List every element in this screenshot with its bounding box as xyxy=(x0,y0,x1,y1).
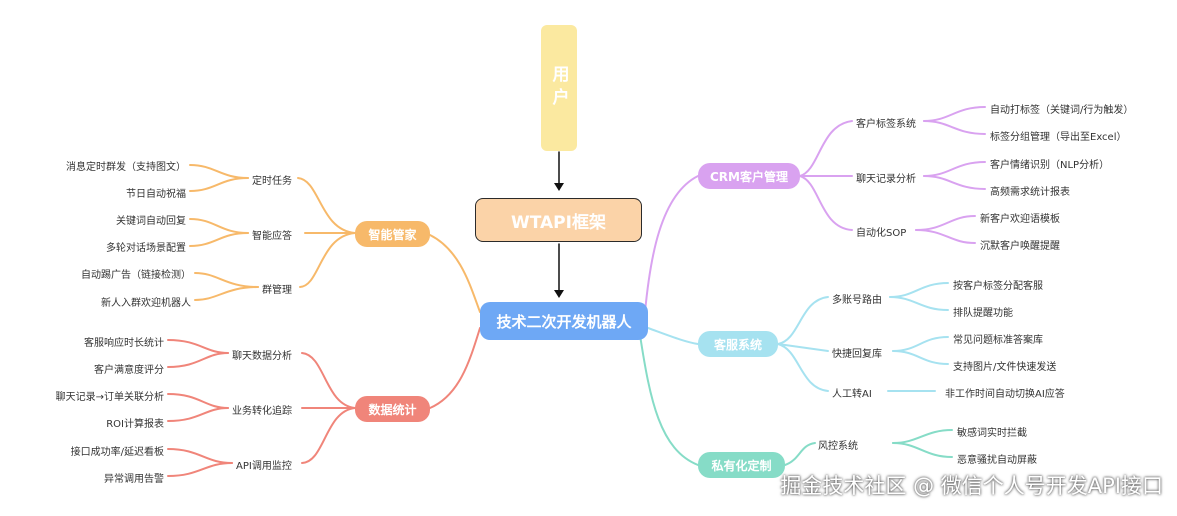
group-chat-record-analysis: 聊天记录分析 xyxy=(856,174,916,185)
branch-service: 客服系统 xyxy=(698,331,778,357)
item-harassment-block: 恶意骚扰自动屏蔽 xyxy=(957,455,1037,466)
item-welcome-bot: 新人入群欢迎机器人 xyxy=(101,298,191,309)
branch-private: 私有化定制 xyxy=(698,452,785,478)
group-api-monitoring: API调用监控 xyxy=(236,461,292,472)
branch-crm: CRM客户管理 xyxy=(698,163,800,189)
user-node: 用户 xyxy=(541,25,577,151)
item-response-time: 客服响应时长统计 xyxy=(84,338,164,349)
watermark: 掘金技术社区 @ 微信个人号开发API接口 xyxy=(780,474,1163,498)
item-silent-reminder: 沉默客户唤醒提醒 xyxy=(980,241,1060,252)
item-chat-order-link: 聊天记录→订单关联分析 xyxy=(55,392,164,403)
item-demand-report: 高频需求统计报表 xyxy=(990,187,1070,198)
item-api-alert: 异常调用告警 xyxy=(104,474,164,485)
item-queue-reminder: 排队提醒功能 xyxy=(953,308,1013,319)
item-holiday-greeting: 节日自动祝福 xyxy=(126,189,186,200)
group-chat-analysis: 聊天数据分析 xyxy=(232,351,292,362)
item-keyword-reply: 关键词自动回复 xyxy=(116,216,186,227)
item-emotion-recognition: 客户情绪识别（NLP分析） xyxy=(990,160,1110,171)
branch-smart-housekeeper: 智能管家 xyxy=(355,221,430,247)
item-fast-send: 支持图片/文件快速发送 xyxy=(953,362,1057,373)
item-multiturn-dialog: 多轮对话场景配置 xyxy=(106,243,186,254)
item-tag-group-mgmt: 标签分组管理（导出至Excel） xyxy=(990,132,1127,143)
group-quick-reply: 快捷回复库 xyxy=(832,349,882,360)
item-kick-ads: 自动踢广告（链接检测） xyxy=(81,270,191,281)
group-smart-reply: 智能应答 xyxy=(252,231,292,242)
wtapi-framework-node: WTAPI框架 xyxy=(475,198,642,242)
group-auto-sop: 自动化SOP xyxy=(856,228,907,239)
branch-data-stats: 数据统计 xyxy=(355,396,430,422)
group-multi-account-routing: 多账号路由 xyxy=(832,295,882,306)
item-roi-report: ROI计算报表 xyxy=(106,419,164,430)
group-group-management: 群管理 xyxy=(262,285,292,296)
item-faq-library: 常见问题标准答案库 xyxy=(953,335,1043,346)
group-scheduled-tasks: 定时任务 xyxy=(252,176,292,187)
item-scheduled-broadcast: 消息定时群发（支持图文） xyxy=(66,162,186,173)
item-api-success-board: 接口成功率/延迟看板 xyxy=(70,447,164,458)
item-auto-ai-switch: 非工作时间自动切换AI应答 xyxy=(945,389,1065,400)
item-sensitive-word-block: 敏感词实时拦截 xyxy=(957,428,1027,439)
group-human-to-ai: 人工转AI xyxy=(832,389,872,400)
group-risk-control: 风控系统 xyxy=(818,441,858,452)
item-auto-tagging: 自动打标签（关键词/行为触发） xyxy=(990,105,1134,116)
group-customer-tags: 客户标签系统 xyxy=(856,119,916,130)
item-welcome-template: 新客户欢迎语模板 xyxy=(980,214,1060,225)
center-node-bot: 技术二次开发机器人 xyxy=(480,302,648,340)
item-assign-by-tag: 按客户标签分配客服 xyxy=(953,281,1043,292)
item-satisfaction: 客户满意度评分 xyxy=(94,365,164,376)
group-conversion-tracking: 业务转化追踪 xyxy=(232,406,292,417)
